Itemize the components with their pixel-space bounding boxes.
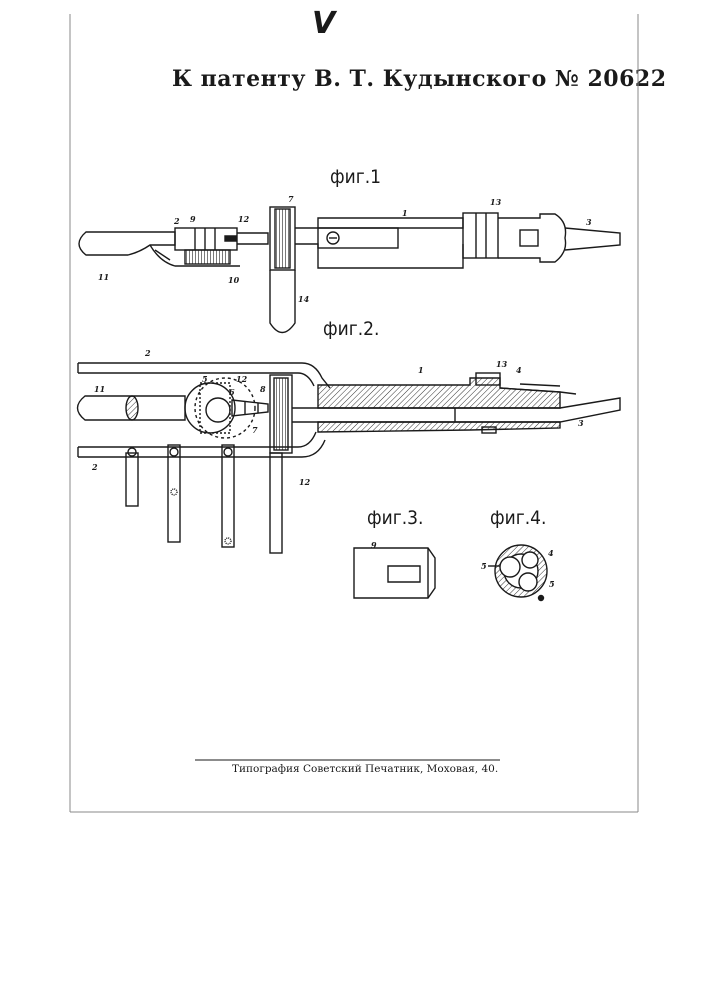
fig2-label-11: 11 (94, 384, 105, 394)
part-9-view (354, 548, 435, 598)
figure-4-drawing (488, 545, 547, 601)
fig3-label-9: 9 (371, 540, 377, 550)
fig2-label-7: 7 (252, 425, 258, 435)
fig2-label-1: 1 (418, 365, 424, 375)
sleeve-1-section (318, 378, 560, 408)
fig1-label-10: 10 (228, 275, 240, 285)
fig2-label-12b: 12 (299, 477, 311, 487)
fig1-label-11: 11 (98, 272, 109, 282)
fig2-label-13: 13 (496, 359, 508, 369)
fig2-label-6: 6 (229, 387, 235, 397)
fig2-label-2a: 2 (144, 348, 151, 358)
comb-10-shape (185, 250, 230, 264)
fig1-label-3: 3 (586, 217, 592, 227)
fig1-label-13: 13 (490, 197, 502, 207)
hanging-links (126, 445, 282, 553)
fig1-label-2: 2 (173, 216, 180, 226)
figure-1-drawing (79, 207, 620, 333)
fig2-label-3: 3 (578, 418, 584, 428)
eccentric-disk-5 (185, 383, 235, 433)
fig1-label-12: 12 (238, 214, 250, 224)
fig2-label-12a: 12 (236, 374, 248, 384)
sheet-frame (70, 14, 638, 812)
fig1-label-7: 7 (288, 194, 294, 204)
fig4-label-5a: 5 (481, 561, 487, 571)
footer-printer: Типография Советский Печатник, Моховая, … (232, 763, 498, 775)
fig1-label-1: 1 (402, 208, 408, 218)
figure-2-drawing (78, 363, 621, 553)
fig1-label-14: 14 (298, 294, 310, 304)
lever-14-shape (270, 270, 295, 333)
fig1-label-9: 9 (190, 214, 196, 224)
fig2-label-2b: 2 (91, 462, 98, 472)
handle-11-shape (79, 232, 175, 255)
cone-8 (232, 400, 268, 416)
fig4-label-5b: 5 (549, 579, 555, 589)
figure-3-drawing (354, 548, 435, 598)
clamp-13-shape (463, 213, 498, 258)
fig2-label-5: 5 (202, 374, 208, 384)
fig2-label-8: 8 (260, 384, 266, 394)
fig2-label-4: 4 (516, 365, 522, 375)
fig4-label-4: 4 (548, 548, 554, 558)
